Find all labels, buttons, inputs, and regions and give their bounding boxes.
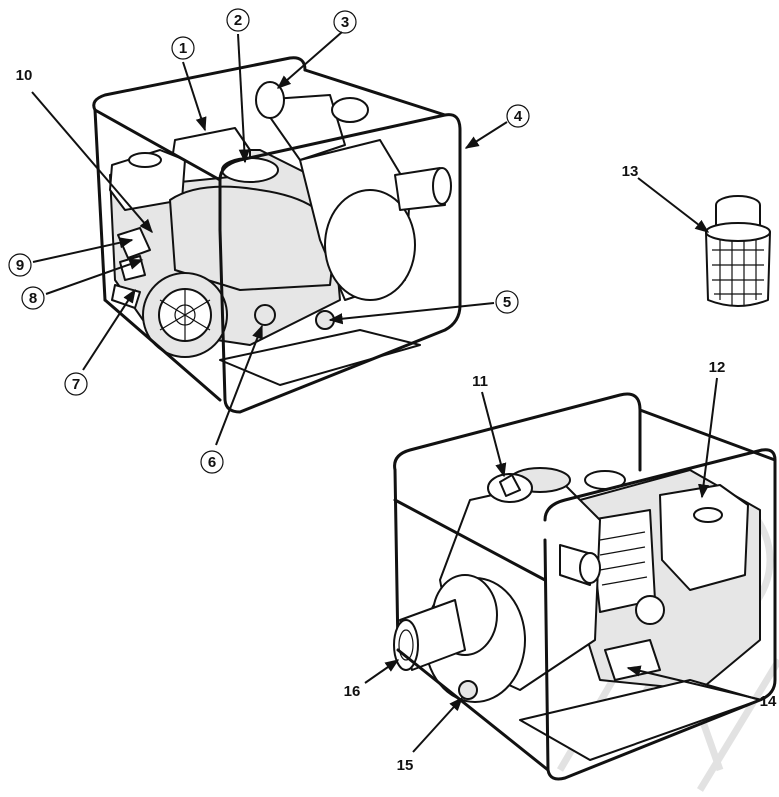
choke-lever [117,227,151,259]
frame-b [543,448,777,781]
callout-9: 9 [16,257,24,274]
priming-plug [331,97,369,123]
frame-a [218,113,462,414]
callout-14: 14 [760,693,777,710]
pump-b [393,392,777,781]
callout-7: 7 [72,376,80,393]
pump-a [92,56,462,414]
callout-11: 11 [472,373,488,390]
callout-3: 3 [341,14,349,31]
callout-16: 16 [344,683,361,700]
callout-13: 13 [622,163,639,180]
callout-10: 10 [16,67,33,84]
callout-5: 5 [503,294,511,311]
callouts: 1 2 3 4 5 6 7 8 9 10 11 12 13 14 15 16 [8,8,777,774]
volute-a [324,189,416,301]
strainer [705,195,771,307]
callout-12: 12 [709,359,726,376]
suction-side-pipe [394,167,446,211]
base-plate-a [219,329,421,386]
tank-cap [128,152,162,168]
callout-15: 15 [397,757,414,774]
filler-cap [221,157,279,183]
callout-1: 1 [179,40,187,57]
oil-drain [254,304,276,326]
discharge-outlet [255,81,285,119]
callout-8: 8 [29,290,37,307]
leaders [31,31,763,753]
bracket-b [604,639,661,681]
callout-4: 4 [514,108,523,125]
callout-6: 6 [208,454,216,471]
callout-2: 2 [234,12,242,29]
drain-plug-b [458,680,478,700]
air-cleaner-b [659,484,749,591]
